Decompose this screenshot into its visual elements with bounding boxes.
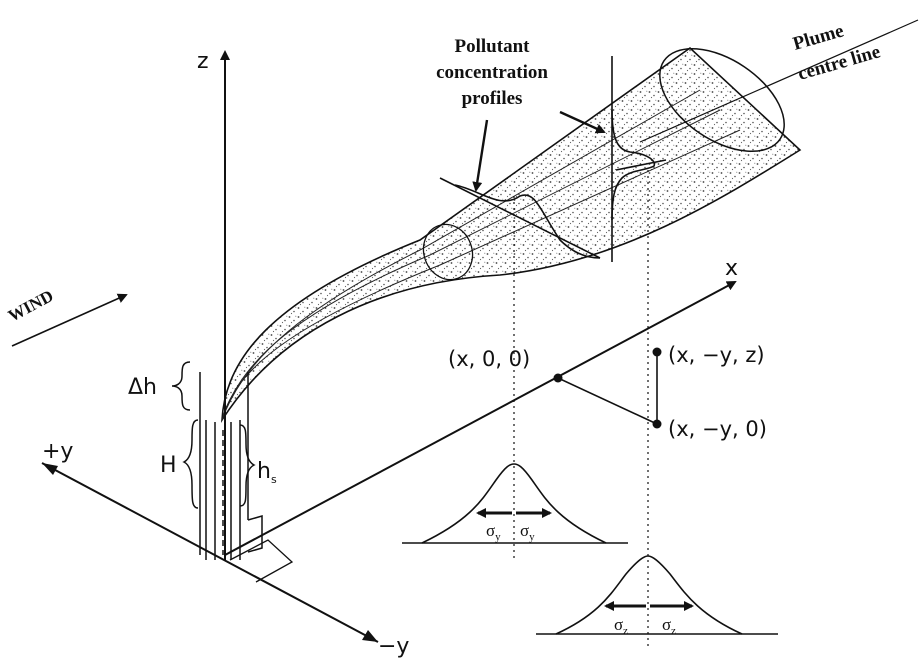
plus-y-arrowhead [42,463,58,475]
x-axis-label: x [725,256,738,281]
profile-pointer-far [559,110,606,134]
sigma-y-gaussian [402,463,628,544]
ground-point-dot [652,419,662,429]
sigma-y-right: σy [520,521,535,543]
delta-h-brace [171,361,191,411]
plume-streamlines [221,89,741,421]
pollutant-label-line3: profiles [462,88,523,109]
sigma-y-left: σy [486,521,501,543]
plume-body [221,46,802,423]
h-brace [182,419,199,509]
pollutant-label-line2: concentration [436,62,548,83]
profile-near [439,177,601,259]
stack [199,372,263,560]
plume-section-far [659,47,785,153]
minus-y-label: −y [378,634,409,658]
sigma-z-right: σz [662,615,676,637]
elevated-point-label: (x, −y, z) [668,343,765,367]
ground-footprint [229,539,294,583]
wind-arrow [11,293,128,347]
plume-section-near [422,223,474,281]
y-offset-line [557,377,658,425]
sigma-z-left: σz [614,615,628,637]
x-axis [224,281,737,556]
pollutant-label-line1: Pollutant [455,36,531,57]
ground-point-label: (x, −y, 0) [668,417,767,441]
stack-height-label: H [160,453,177,478]
origin-point-dot [553,373,563,383]
hs-brace [239,424,256,507]
y-axis [41,462,379,643]
origin-point-label: (x, 0, 0) [448,347,530,371]
wind-label: WIND [5,286,56,325]
plume-label-line1: Plume [791,20,847,54]
profile-far [611,56,667,262]
profile-pointer-near [472,119,489,192]
effective-stack-label: hs [257,459,277,486]
delta-h-label: Δh [128,375,157,400]
plus-y-label: +y [42,439,73,464]
elevated-point-dot [652,347,662,357]
sigma-z-gaussian [536,555,778,635]
minus-y-arrowhead [362,630,378,642]
centre-line [639,19,919,143]
z-axis-label: z [197,49,209,74]
